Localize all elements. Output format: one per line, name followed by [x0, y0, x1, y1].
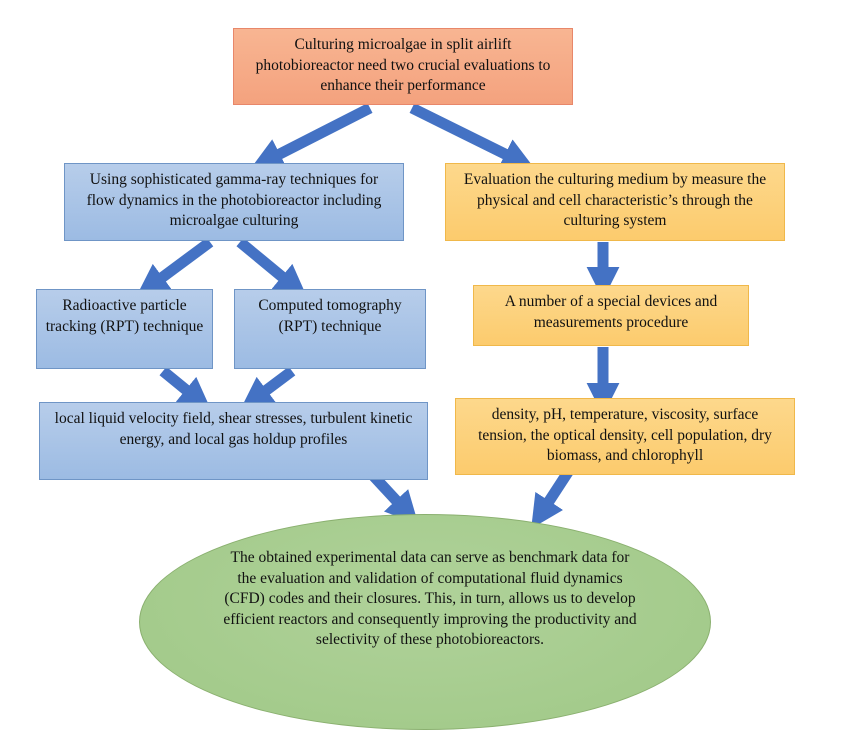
ct-box: Computed tomography (RPT) technique	[234, 289, 426, 369]
parameters-box: density, pH, temperature, viscosity, sur…	[455, 398, 795, 475]
rpt-box-text: Radioactive particle tracking (RPT) tech…	[45, 297, 204, 335]
arrow-rpt-to-results	[159, 366, 212, 411]
top-box-text: Culturing microalgae in split airlift ph…	[255, 36, 551, 94]
culturing-medium-box-text: Evaluation the culturing medium by measu…	[463, 171, 767, 229]
conclusion-ellipse	[139, 514, 711, 730]
devices-box: A number of a special devices and measur…	[473, 285, 749, 346]
conclusion-text: The obtained experimental data can serve…	[223, 549, 637, 648]
top-box: Culturing microalgae in split airlift ph…	[233, 28, 573, 105]
flow-results-box-text: local liquid velocity field, shear stres…	[54, 410, 413, 448]
gamma-ray-box: Using sophisticated gamma-ray techniques…	[64, 163, 404, 241]
arrow-top-to-left	[250, 103, 373, 169]
flow-results-box: local liquid velocity field, shear stres…	[39, 402, 428, 480]
culturing-medium-box: Evaluation the culturing medium by measu…	[445, 163, 785, 241]
arrow-ct-to-results	[240, 366, 296, 410]
arrow-left-to-ct	[236, 237, 308, 298]
rpt-box: Radioactive particle tracking (RPT) tech…	[36, 289, 213, 369]
ct-box-text: Computed tomography (RPT) technique	[258, 297, 402, 335]
gamma-ray-box-text: Using sophisticated gamma-ray techniques…	[86, 171, 382, 229]
arrow-top-to-right	[409, 103, 535, 169]
arrow-left-to-rpt	[136, 237, 214, 297]
parameters-box-text: density, pH, temperature, viscosity, sur…	[478, 406, 772, 464]
devices-box-text: A number of a special devices and measur…	[504, 293, 718, 331]
